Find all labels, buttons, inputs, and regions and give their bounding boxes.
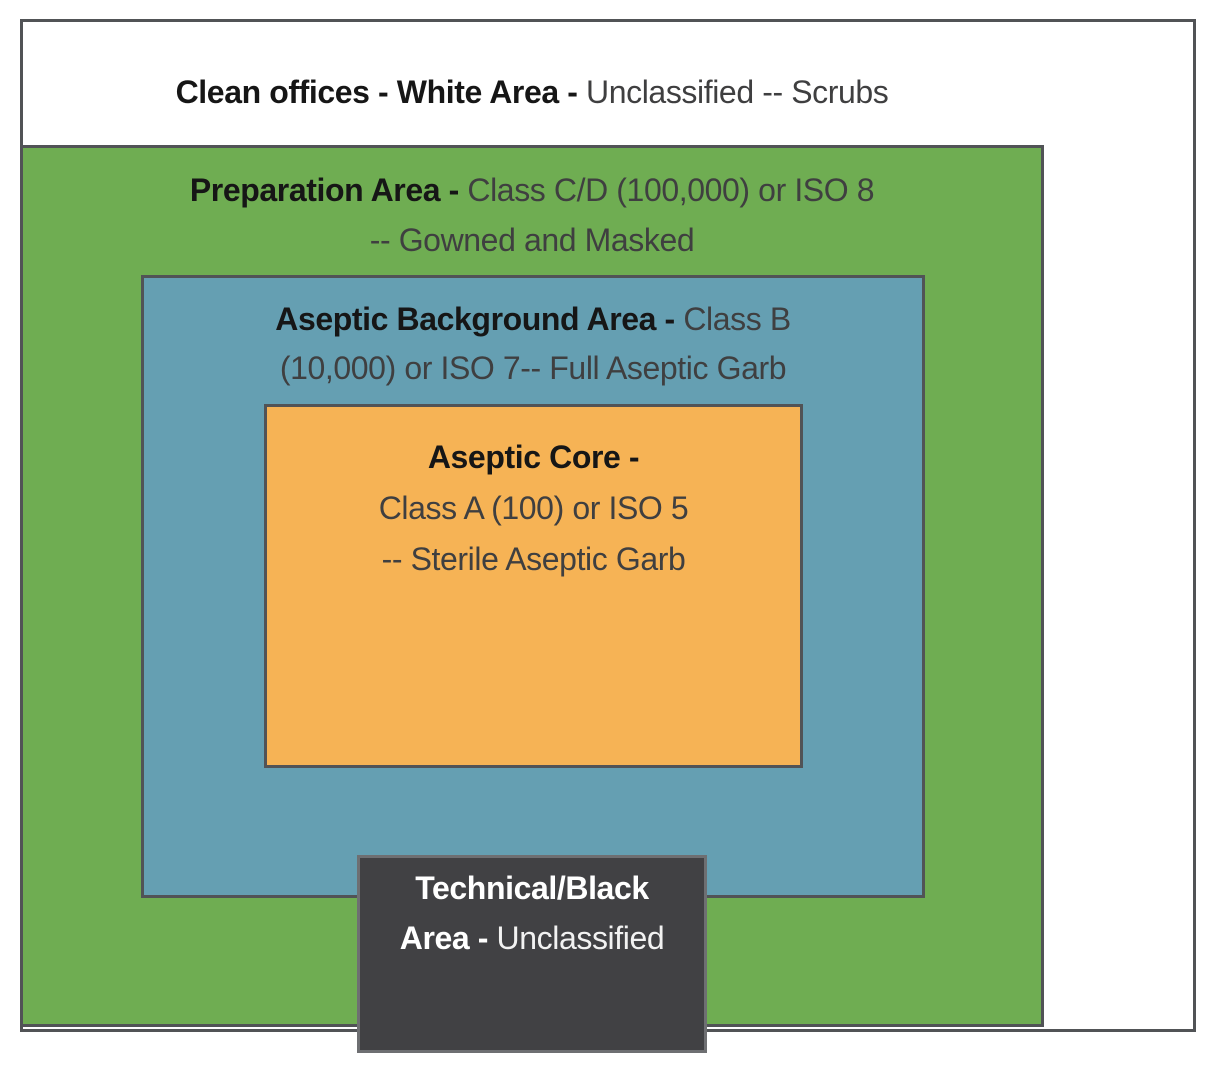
technical-label-line1: Technical/Black xyxy=(415,870,649,906)
technical-label-line2: Area - Unclassified xyxy=(360,913,704,963)
aseptic-core-label-line3: -- Sterile Aseptic Garb xyxy=(381,541,686,577)
preparation-area-label-line1: Preparation Area - Class C/D (100,000) o… xyxy=(20,165,1044,215)
aseptic-core-label-bold: Aseptic Core - xyxy=(427,439,640,475)
preparation-area-label-line2: -- Gowned and Masked xyxy=(369,222,695,258)
aseptic-core-label-line2: Class A (100) or ISO 5 xyxy=(378,490,689,526)
preparation-area-label-bold: Preparation Area - xyxy=(189,172,468,208)
preparation-area-label: Preparation Area - Class C/D (100,000) o… xyxy=(20,165,1044,265)
aseptic-background-area-label: Aseptic Background Area - Class B (10,00… xyxy=(141,295,925,393)
white-area-label: Clean offices - White Area - Unclassifie… xyxy=(20,72,1044,112)
aseptic-background-label-line1: Aseptic Background Area - Class B xyxy=(141,295,925,344)
aseptic-background-label-line2: (10,000) or ISO 7-- Full Aseptic Garb xyxy=(279,350,787,386)
technical-black-area-label: Technical/Black Area - Unclassified xyxy=(360,858,704,963)
preparation-area-label-regular: Class C/D (100,000) or ISO 8 xyxy=(467,172,875,208)
aseptic-background-label-regular: Class B xyxy=(683,301,791,337)
technical-black-area-box: Technical/Black Area - Unclassified xyxy=(357,855,707,1053)
technical-label-line2-bold: Area - xyxy=(399,920,497,956)
aseptic-core-box xyxy=(264,404,803,768)
aseptic-background-label-bold: Aseptic Background Area - xyxy=(275,301,684,337)
white-area-label-bold: Clean offices - White Area - xyxy=(175,74,586,110)
white-area-label-regular: Unclassified -- Scrubs xyxy=(586,74,889,110)
aseptic-core-label: Aseptic Core - Class A (100) or ISO 5 --… xyxy=(264,432,803,585)
technical-label-line2-regular: Unclassified xyxy=(496,920,665,956)
